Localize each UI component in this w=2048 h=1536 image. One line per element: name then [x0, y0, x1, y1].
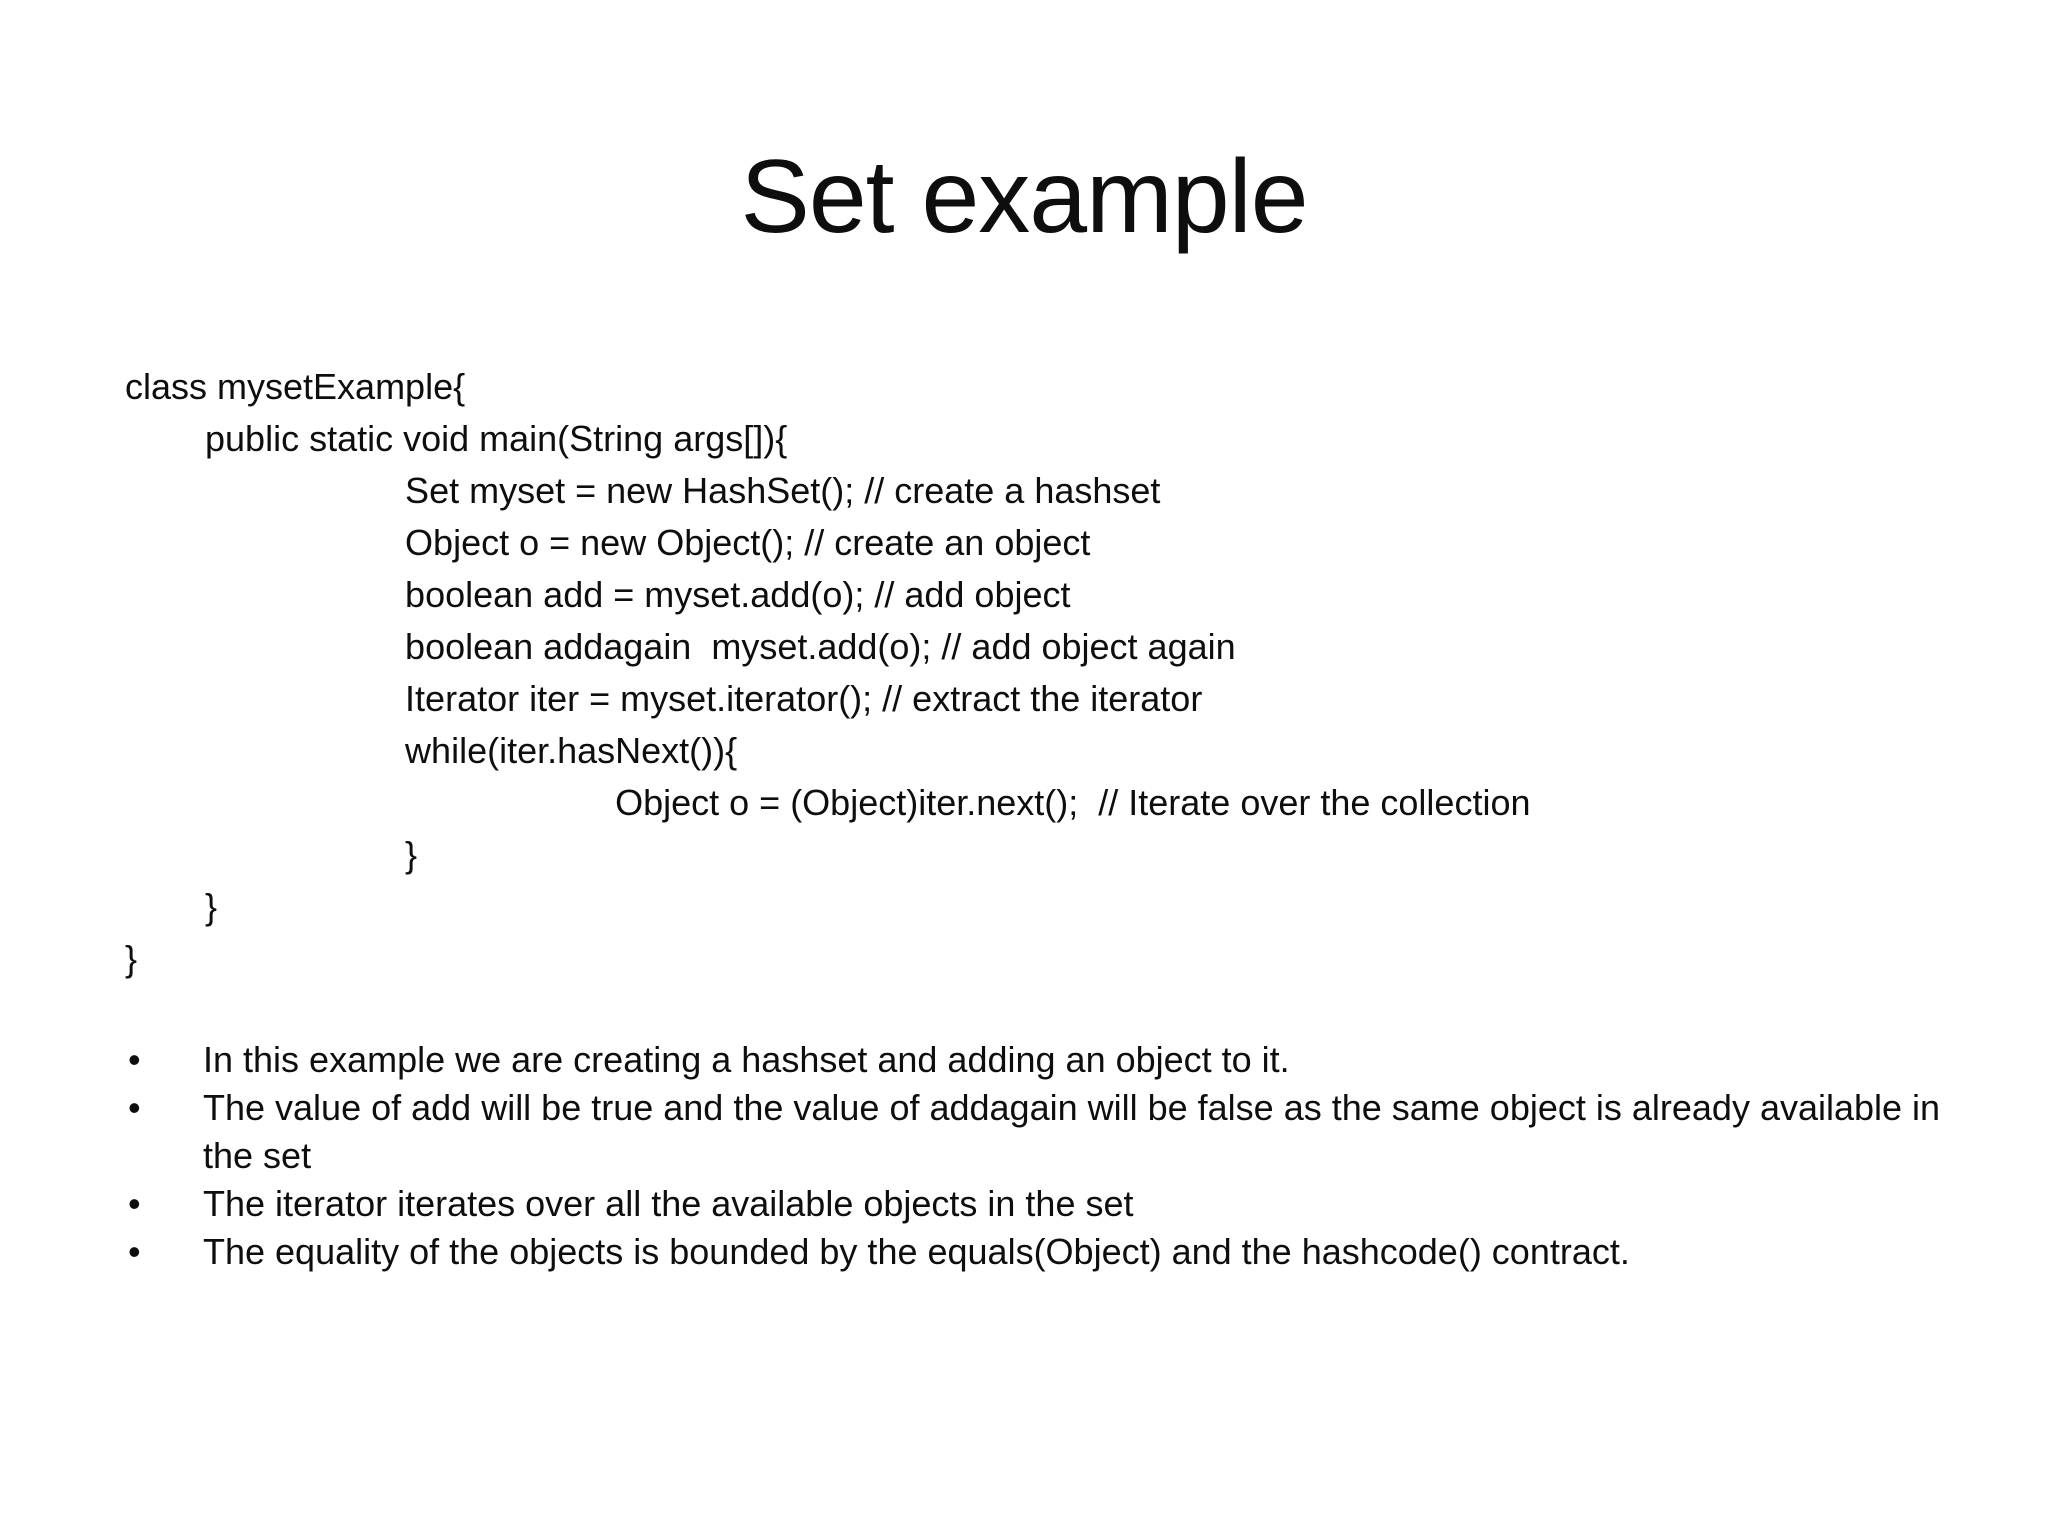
- bullet-text-3: The iterator iterates over all the avail…: [203, 1183, 1134, 1224]
- code-line-3: Set myset = new HashSet(); // create a h…: [125, 470, 1161, 511]
- bullet-list: • In this example we are creating a hash…: [128, 1036, 1996, 1276]
- code-line-11: }: [125, 886, 218, 927]
- code-block: class mysetExample{ public static void m…: [125, 361, 1531, 985]
- code-line-1: class mysetExample{: [125, 366, 466, 407]
- code-line-4: Object o = new Object(); // create an ob…: [125, 522, 1091, 563]
- bullet-icon: •: [128, 1039, 141, 1080]
- code-line-8: while(iter.hasNext()){: [125, 730, 738, 771]
- bullet-icon: •: [128, 1183, 141, 1224]
- bullet-text-1: In this example we are creating a hashse…: [203, 1039, 1290, 1080]
- slide-title: Set example: [740, 139, 1308, 255]
- code-line-12: }: [125, 938, 138, 979]
- code-line-6: boolean addagain myset.add(o); // add ob…: [125, 626, 1236, 667]
- bullet-text-4: The equality of the objects is bounded b…: [203, 1231, 1630, 1272]
- bullet-text-2: The value of add will be true and the va…: [203, 1087, 1941, 1176]
- bullet-icon: •: [128, 1087, 141, 1128]
- bullet-item-4: • The equality of the objects is bounded…: [128, 1228, 1996, 1276]
- bullet-item-2: • The value of add will be true and the …: [128, 1084, 1996, 1180]
- code-line-5: boolean add = myset.add(o); // add objec…: [125, 574, 1071, 615]
- bullet-item-3: • The iterator iterates over all the ava…: [128, 1180, 1996, 1228]
- code-line-2: public static void main(String args[]){: [125, 418, 788, 459]
- bullet-icon: •: [128, 1231, 141, 1272]
- code-line-9: Object o = (Object)iter.next(); // Itera…: [125, 782, 1531, 823]
- bullet-item-1: • In this example we are creating a hash…: [128, 1036, 1996, 1084]
- code-line-10: }: [125, 834, 418, 875]
- code-line-7: Iterator iter = myset.iterator(); // ext…: [125, 678, 1203, 719]
